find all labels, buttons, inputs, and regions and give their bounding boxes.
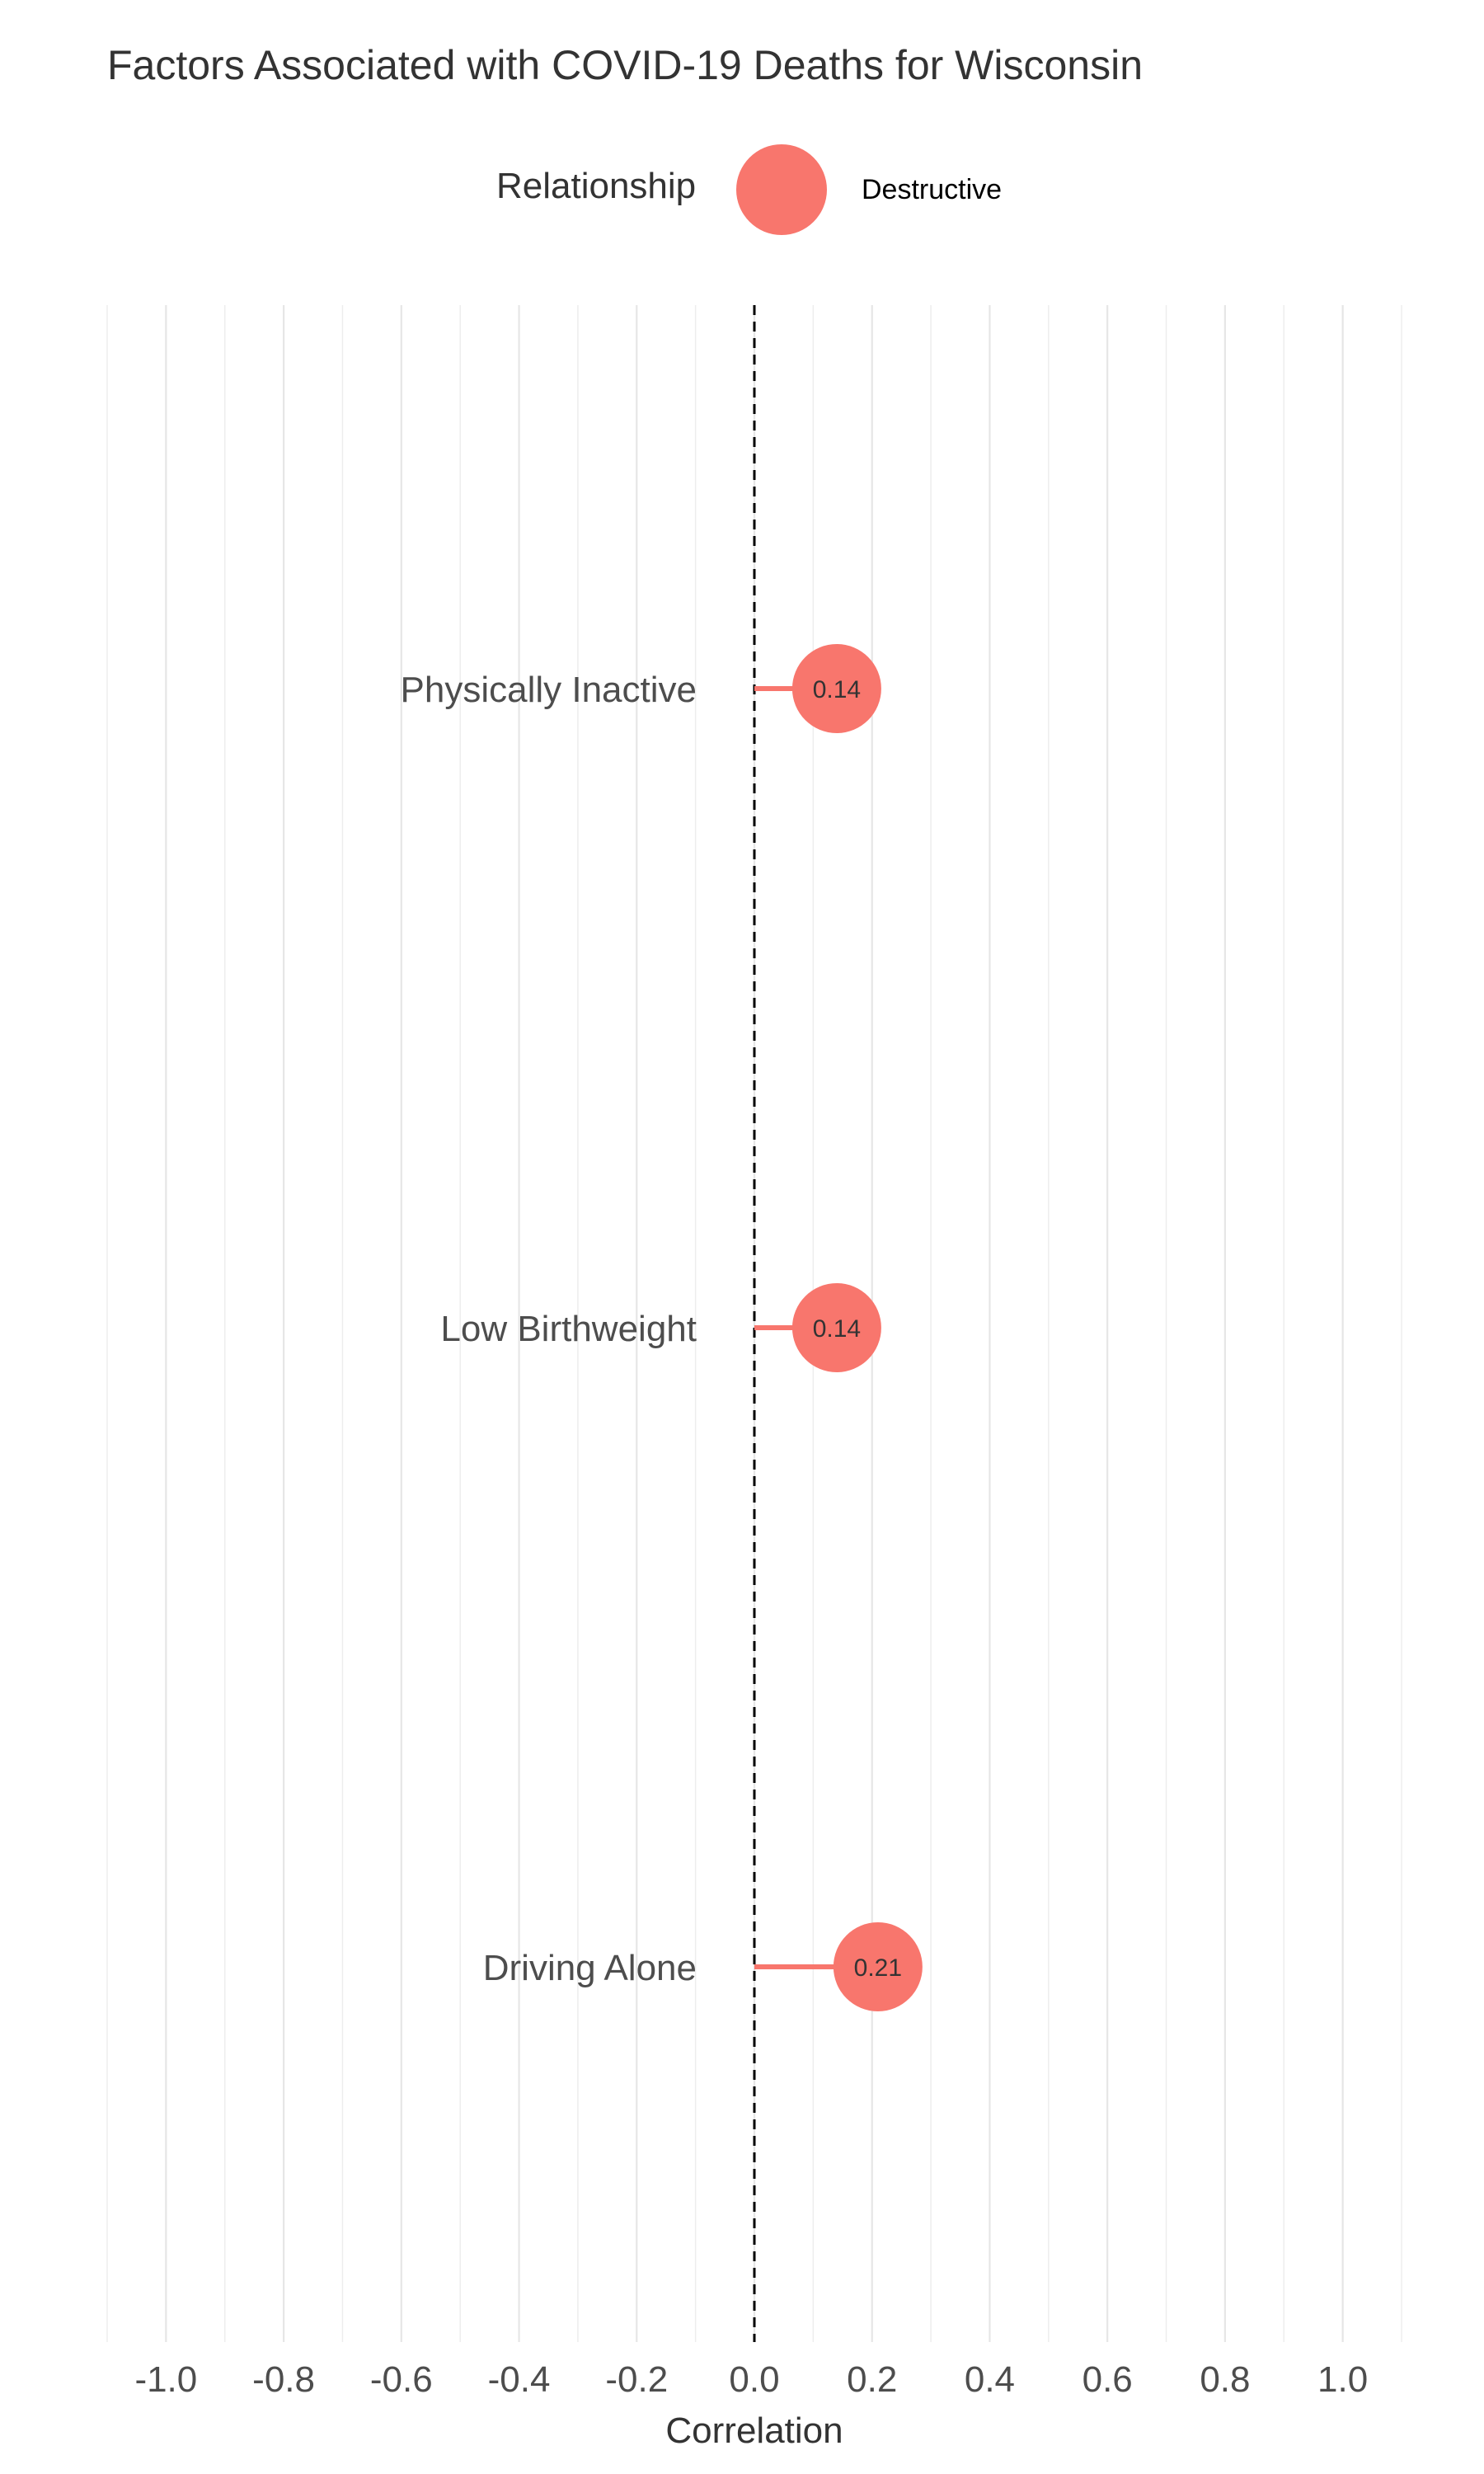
legend-key-destructive (736, 144, 827, 235)
category-label: Physically Inactive (401, 670, 697, 710)
x-tick-label: -0.4 (488, 2359, 551, 2400)
x-tick-label: 0.8 (1200, 2359, 1250, 2400)
lollipop-point (833, 1922, 923, 2011)
x-tick-label: 0.0 (729, 2359, 779, 2400)
lollipop-point (791, 1283, 881, 1372)
x-tick-label: 0.6 (1082, 2359, 1133, 2400)
legend-title: Relationship (496, 166, 697, 206)
x-tick-label: -0.2 (605, 2359, 668, 2400)
x-tick-label: 1.0 (1317, 2359, 1368, 2400)
x-tick-label: 0.2 (847, 2359, 897, 2400)
x-axis-title: Correlation (665, 2411, 843, 2451)
value-label: 0.14 (813, 676, 861, 703)
x-tick-label: -0.8 (252, 2359, 315, 2400)
legend: Relationship Destructive (0, 144, 1484, 235)
category-label: Low Birthweight (440, 1309, 697, 1349)
x-tick-label: -0.6 (370, 2359, 433, 2400)
x-tick-label: -1.0 (134, 2359, 197, 2400)
lollipop-point (791, 644, 881, 733)
legend-label-destructive: Destructive (862, 174, 1003, 205)
category-label: Driving Alone (483, 1948, 697, 1988)
x-tick-label: 0.4 (965, 2359, 1015, 2400)
chart-title: Factors Associated with COVID-19 Deaths … (107, 42, 1144, 88)
value-label: 0.14 (813, 1315, 861, 1343)
value-label: 0.21 (854, 1954, 902, 1982)
